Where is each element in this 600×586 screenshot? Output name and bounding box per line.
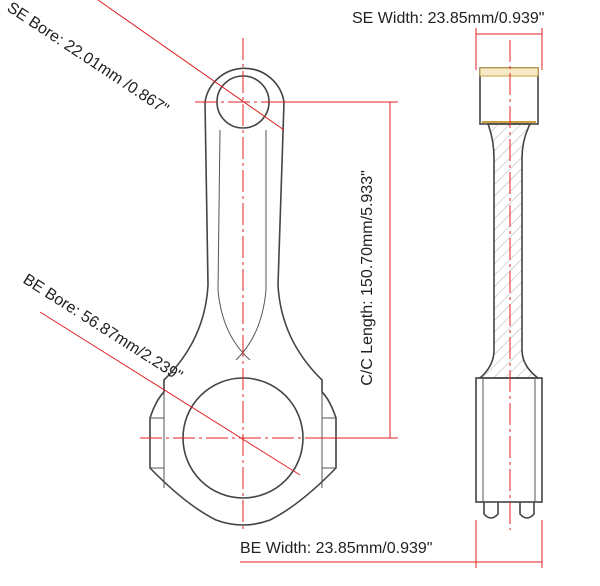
be-width-dimension [240, 520, 543, 568]
side-view [475, 40, 543, 530]
se-width-dimension [475, 28, 543, 70]
be-bore-label: BE Bore: 56.87mm/2.239" [20, 271, 185, 385]
cc-length-label: C/C Length: 150.70mm/5.933" [359, 170, 376, 386]
se-bore-label: SE Bore: 22.01mm /0.867" [4, 0, 172, 118]
be-bore-leader [39, 311, 301, 476]
be-width-label: BE Width: 23.85mm/0.939" [240, 540, 432, 557]
rod-outline [149, 67, 337, 526]
beam-section [477, 123, 541, 379]
front-view [39, 0, 350, 530]
se-bore-leader [97, 0, 285, 131]
se-width-label: SE Width: 23.85mm/0.939" [352, 10, 544, 27]
small-end-bushing-top [479, 67, 539, 77]
cc-length-dimension [270, 101, 398, 439]
